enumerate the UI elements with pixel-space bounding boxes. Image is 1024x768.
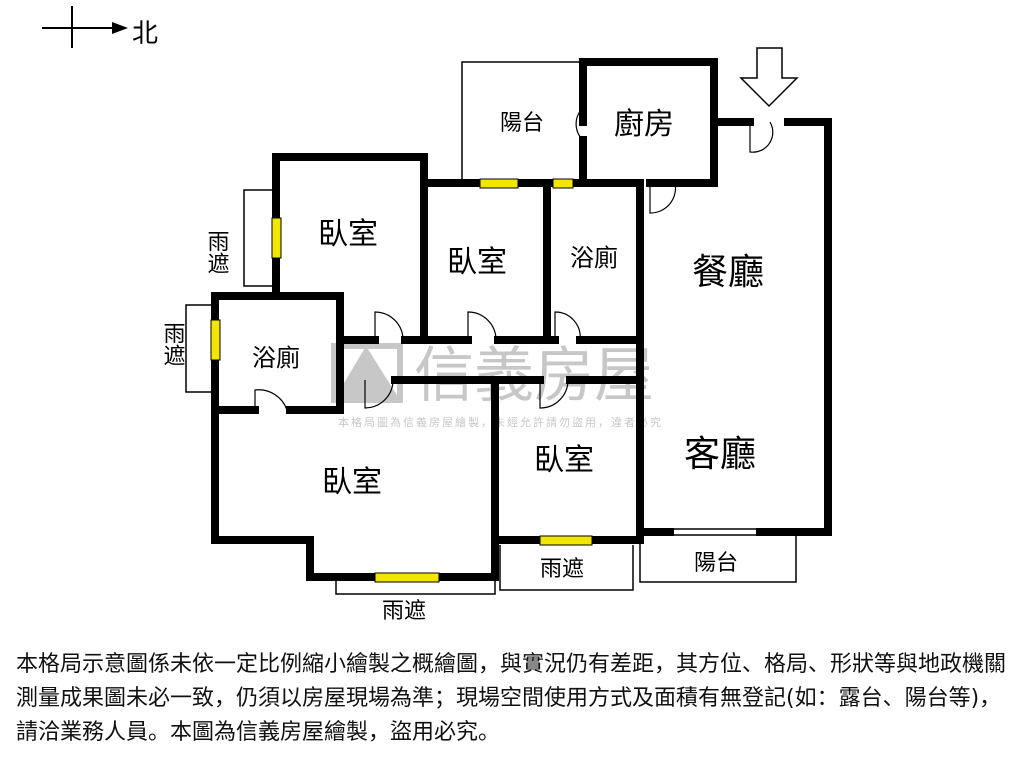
- room-bedroom-nw: 臥室: [318, 217, 378, 252]
- doors: [254, 107, 774, 536]
- room-bedroom-sw: 臥室: [322, 465, 382, 500]
- room-bedroom-s: 臥室: [534, 443, 594, 478]
- compass-arrow-icon: [42, 6, 128, 48]
- room-shelter-bottom-mid: 雨遮: [540, 557, 584, 582]
- room-dining: 餐廳: [692, 252, 764, 293]
- room-bath-mid: 浴廁: [570, 244, 618, 272]
- room-bedroom-mid: 臥室: [447, 245, 507, 280]
- room-living: 客廳: [684, 434, 756, 475]
- room-bath-left: 浴廁: [252, 344, 300, 372]
- room-shelter-bottom-left: 雨遮: [382, 599, 426, 624]
- floor-plan: 北 信義房屋 本格局圖為信義房屋繪製，未經允許請勿盜用，違者必究: [42, 6, 832, 624]
- watermark-notice: 本格局圖為信義房屋繪製，未經允許請勿盜用，違者必究: [338, 415, 663, 429]
- room-kitchen: 廚房: [614, 107, 674, 142]
- entrance-arrow-icon: [739, 47, 799, 108]
- disclaimer-text: 本格局示意圖係未依一定比例縮小繪製之概繪圖，與實況仍有差距，其方位、格局、形狀等…: [16, 652, 1007, 745]
- walls: [211, 58, 832, 581]
- windows: [210, 178, 593, 583]
- room-balcony-bottom: 陽台: [694, 551, 738, 576]
- compass-north-label: 北: [132, 19, 158, 49]
- room-shelter-left-upper: 雨遮: [204, 230, 230, 274]
- balcony-outlines: [185, 61, 797, 595]
- room-shelter-left-lower: 雨遮: [160, 322, 186, 366]
- room-balcony-top: 陽台: [500, 111, 544, 136]
